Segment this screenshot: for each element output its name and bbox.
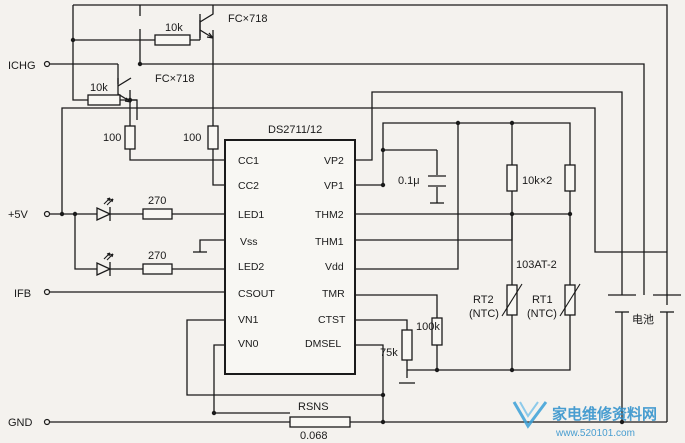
pin-ctst: CTST [318, 314, 346, 326]
resistor-100k: 100k [416, 317, 443, 346]
watermark-url: www.520101.com [555, 428, 635, 439]
battery-label: 电池 [632, 313, 654, 326]
r-pullup-label: 10k×2 [522, 175, 552, 187]
junctions [59, 37, 625, 425]
ifb-label: IFB [14, 288, 31, 300]
pin-thm1: THM1 [315, 236, 344, 248]
led-2 [96, 252, 120, 277]
port-gnd: GND [8, 417, 51, 429]
port-5v: +5V [8, 209, 51, 221]
pin-vss: Vss [240, 236, 258, 248]
resistor-75k: 75k [380, 329, 413, 361]
resistor-270-led2: 270 [142, 250, 173, 275]
r-ctst-label: 75k [380, 347, 398, 359]
pin-thm2: THM2 [315, 209, 344, 221]
resistor-270-led1: 270 [142, 195, 173, 220]
capacitor-0-1u: 0.1μ [398, 175, 446, 204]
r-led1-label: 270 [148, 195, 166, 207]
watermark-logo: 家电维修资料网 www.520101.com [512, 401, 657, 439]
rt2-ntc: (NTC) [469, 308, 499, 320]
ichg-label: ICHG [8, 60, 36, 72]
r-mid-label: 10k [90, 82, 108, 94]
resistor-10k-top: 10k [154, 22, 191, 46]
resistor-10k-mid: 10k [87, 82, 121, 106]
resistor-100-a: 100 [103, 125, 136, 150]
r-tmr-label: 100k [416, 321, 440, 333]
resistor-100-b: 100 [183, 125, 219, 150]
r-led2-label: 270 [148, 250, 166, 262]
ic-name-label: DS2711/12 [268, 124, 322, 136]
r-top-label: 10k [165, 22, 183, 34]
pin-cc2: CC2 [238, 180, 259, 192]
v5-label: +5V [8, 209, 29, 221]
cap-label: 0.1μ [398, 175, 420, 187]
rsns-name-label: RSNS [298, 401, 329, 413]
port-ifb: IFB [14, 288, 51, 300]
pin-vp1: VP1 [324, 180, 344, 192]
pin-tmr: TMR [322, 288, 345, 300]
port-ichg: ICHG [8, 60, 51, 72]
pin-csout: CSOUT [238, 288, 275, 300]
pin-vn0: VN0 [238, 338, 259, 350]
rt1-name: RT1 [532, 294, 553, 306]
pin-cc1: CC1 [238, 155, 259, 167]
pin-vn1: VN1 [238, 314, 259, 326]
thermistor-type-label: 103AT-2 [516, 259, 557, 271]
r-base1-label: 100 [103, 132, 121, 144]
pin-dmsel: DMSEL [305, 338, 341, 350]
resistor-rsns: RSNS 0.068 [289, 401, 351, 442]
q2-label: FC×718 [155, 73, 194, 85]
pin-vp2: VP2 [324, 155, 344, 167]
q1-label: FC×718 [228, 13, 267, 25]
resistor-10k-pullups: 10k×2 [506, 164, 576, 192]
ic-ds2711: DS2711/12 CC1 CC2 LED1 Vss LED2 CSOUT VN… [224, 124, 356, 375]
pin-led1: LED1 [238, 209, 264, 221]
battery-cells: 电池 [608, 294, 681, 326]
thermistor-rt1: RT1 (NTC) [527, 283, 581, 320]
thermistor-rt2: RT2 (NTC) [469, 283, 523, 320]
transistor-q1: FC×718 [199, 5, 267, 39]
watermark-title: 家电维修资料网 [552, 405, 657, 423]
rsns-value-label: 0.068 [300, 430, 328, 442]
pin-vdd: Vdd [325, 261, 344, 273]
rt2-name: RT2 [473, 294, 494, 306]
led-1 [96, 197, 120, 222]
rt1-ntc: (NTC) [527, 308, 557, 320]
r-base2-label: 100 [183, 132, 201, 144]
pin-led2: LED2 [238, 261, 264, 273]
gnd-label: GND [8, 417, 33, 429]
